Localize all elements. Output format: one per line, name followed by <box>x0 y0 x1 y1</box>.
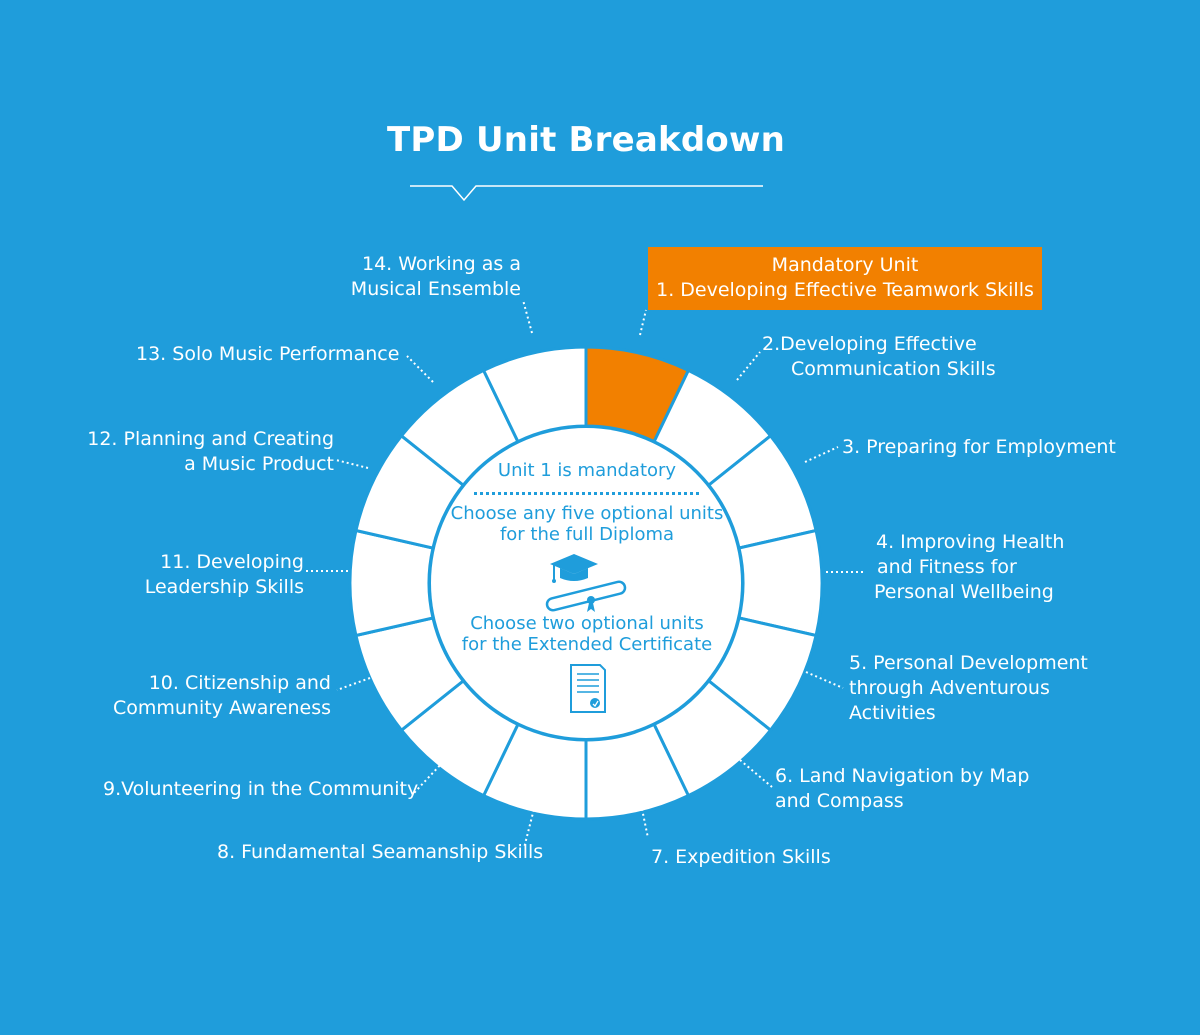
unit-label-4: 4. Improving Health and Fitness for Pers… <box>874 531 1065 603</box>
center-mandatory-note: Unit 1 is mandatory <box>497 460 677 481</box>
unit-label-7: 7. Expedition Skills <box>651 846 831 868</box>
leader-line-14 <box>522 299 533 334</box>
unit-label-12: 12. Planning and Creating a Music Produc… <box>87 428 334 475</box>
leader-line-2 <box>736 351 761 381</box>
leader-line-5 <box>805 671 844 689</box>
unit-label-5: 5. Personal Development through Adventur… <box>849 652 1088 724</box>
leader-line-9 <box>413 761 444 794</box>
leader-line-6 <box>739 759 773 788</box>
unit-label-8: 8. Fundamental Seamanship Skills <box>217 841 544 863</box>
unit-label-3: 3. Preparing for Employment <box>842 436 1116 458</box>
page-title: TPD Unit Breakdown <box>387 120 785 160</box>
unit-label-9: 9.Volunteering in the Community <box>103 778 419 800</box>
leader-line-12 <box>335 459 369 469</box>
certificate-icon <box>570 664 606 713</box>
unit-label-2: 2.Developing Effective Communication Ski… <box>762 333 996 380</box>
mandatory-unit-box: Mandatory Unit 1. Developing Effective T… <box>648 247 1042 310</box>
leader-line-7 <box>640 803 649 839</box>
wheel-segment-14 <box>481 345 588 444</box>
center-diploma-note: Choose any five optional units for the f… <box>450 503 724 545</box>
scroll-diploma-icon <box>545 580 627 612</box>
mandatory-heading: Mandatory Unit <box>771 254 919 276</box>
center-certificate-note: Choose two optional units for the Extend… <box>461 613 713 655</box>
center-divider <box>474 492 699 495</box>
wheel-center <box>431 428 741 738</box>
leader-line-10 <box>336 677 371 691</box>
unit-label-11: 11. Developing Leadership Skills <box>144 551 304 598</box>
unit-label-6: 6. Land Navigation by Map and Compass <box>775 765 1030 812</box>
graduation-cap-icon <box>545 554 627 612</box>
unit-label-14: 14. Working as a Musical Ensemble <box>350 253 521 300</box>
unit-label-10: 10. Citizenship and Community Awareness <box>112 672 331 719</box>
unit-label-13: 13. Solo Music Performance <box>136 343 400 365</box>
leader-line-3 <box>804 446 839 463</box>
leader-line-8 <box>523 804 536 849</box>
mandatory-unit-label: 1. Developing Effective Teamwork Skills <box>656 279 1034 301</box>
leader-line-13 <box>406 355 434 383</box>
leader-line-1 <box>639 309 647 336</box>
title-underline <box>410 185 763 202</box>
